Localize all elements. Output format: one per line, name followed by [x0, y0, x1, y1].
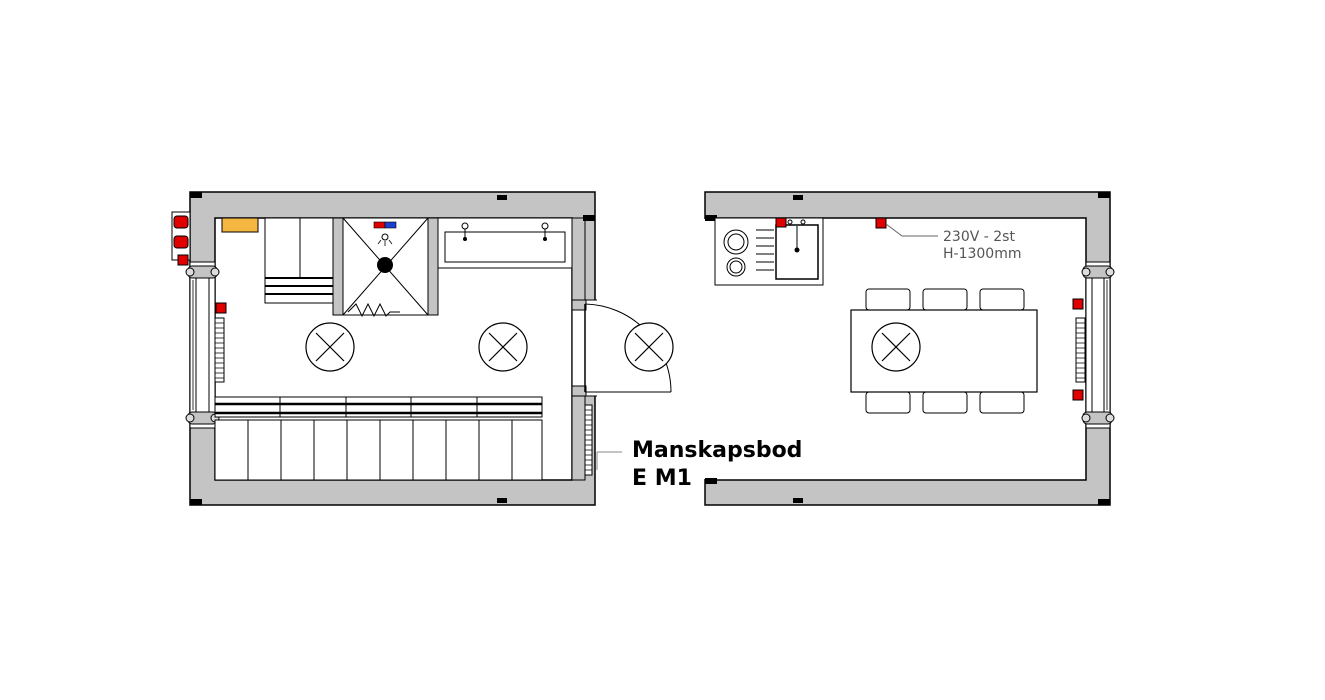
- outlet-note: 230V - 2st H-1300mm: [943, 229, 1021, 263]
- radiator-icon: [214, 317, 225, 383]
- outlet-icon: [215, 302, 227, 314]
- window-icon: [185, 261, 220, 429]
- outlet-icon: [1072, 298, 1084, 310]
- wall-anchors: [705, 192, 1110, 505]
- radiator-icon: [584, 404, 593, 476]
- locker-icon: [214, 419, 543, 481]
- plan-title-code: E M1: [632, 466, 692, 491]
- electrical-panel-icon: [221, 217, 259, 233]
- right-module: [703, 191, 1115, 506]
- wall-anchors: [190, 192, 595, 505]
- outlet-note-leader: [885, 223, 903, 237]
- outlet-note-voltage: 230V - 2st: [943, 229, 1015, 245]
- outlet-icon: [171, 211, 191, 266]
- plan-title: Manskapsbod E M1: [632, 437, 802, 493]
- window-icon: [1081, 261, 1115, 429]
- chair-icon: [865, 288, 1025, 414]
- ceiling-light-icon: [871, 322, 921, 372]
- outlet-icon: [775, 217, 787, 228]
- shelf-unit: [264, 217, 336, 304]
- sink-icon: [437, 217, 573, 269]
- sink-icon: [775, 219, 819, 280]
- plan-title-name: Manskapsbod: [632, 438, 803, 463]
- shower-icon: [332, 217, 439, 318]
- outlet-icon: [875, 217, 887, 229]
- radiator-icon: [1075, 317, 1086, 383]
- ceiling-light-icon: [305, 322, 674, 372]
- bench-icon: [214, 396, 543, 418]
- outlet-icon: [1072, 389, 1084, 401]
- left-module: [171, 191, 674, 506]
- outlet-note-height: H-1300mm: [943, 246, 1022, 262]
